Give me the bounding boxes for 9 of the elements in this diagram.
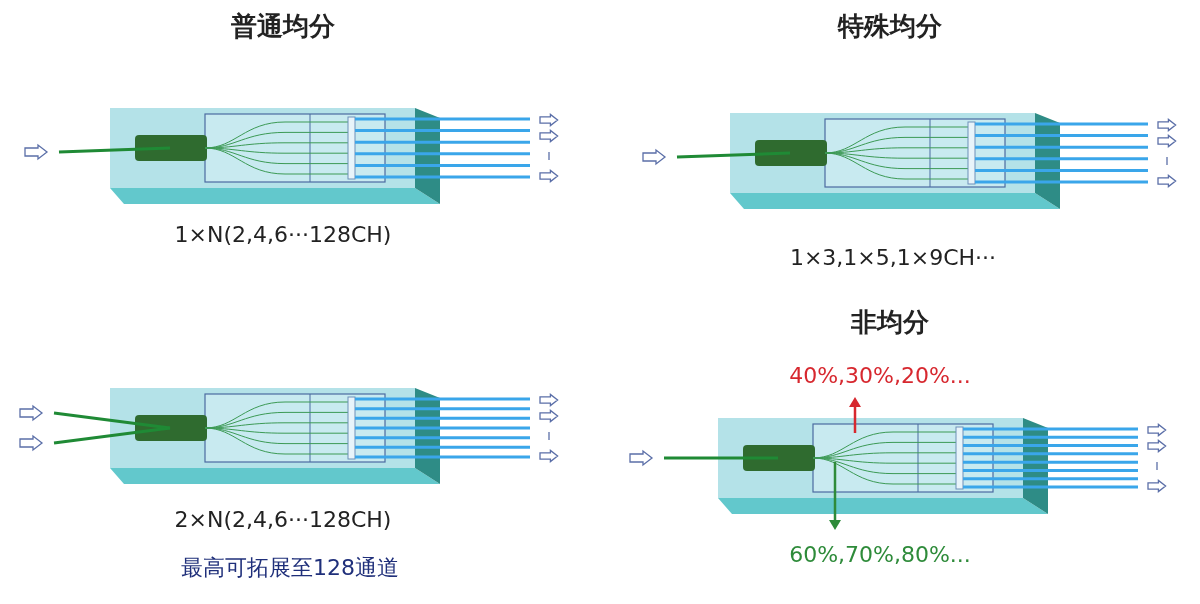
ratio-text: 40%,30%,20%...: [789, 364, 971, 389]
section-heading: 特殊均分: [838, 12, 942, 41]
model-caption: 1×3,1×5,1×9CH···: [789, 246, 997, 271]
model-caption: 1×N(2,4,6···128CH): [174, 223, 392, 248]
model-caption: 2×N(2,4,6···128CH): [174, 508, 392, 533]
note-text: 最高可拓展至128通道: [181, 556, 399, 581]
section-heading: 非均分: [851, 308, 929, 337]
ratio-text: 60%,70%,80%...: [789, 543, 971, 568]
section-heading: 普通均分: [231, 12, 335, 41]
